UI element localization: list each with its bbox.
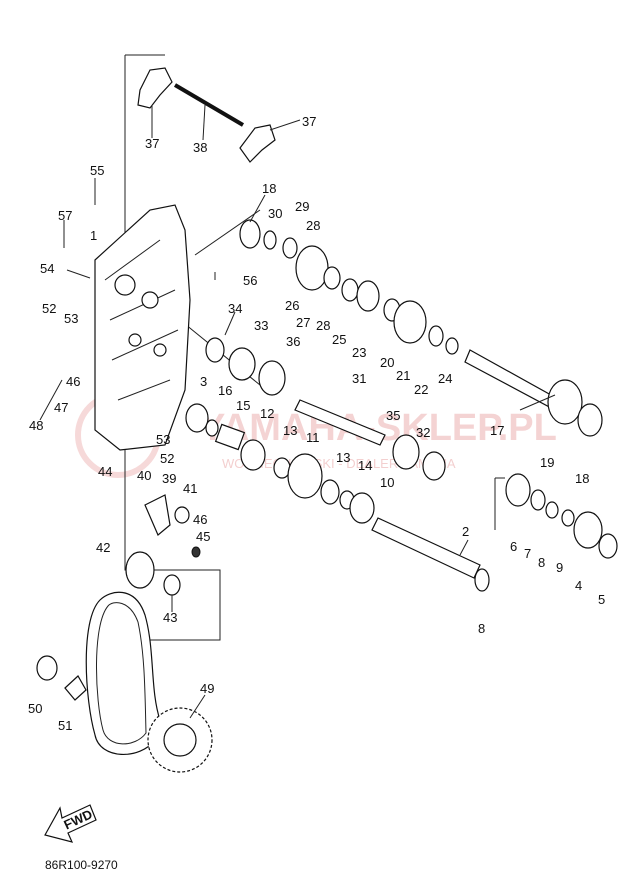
callout-2: 2 [462,524,469,539]
callout-36: 36 [286,334,300,349]
callout-54: 54 [40,261,54,276]
callout-17: 17 [490,423,504,438]
callout-8b: 8 [478,621,485,636]
callout-18b: 18 [575,471,589,486]
callout-57: 57 [58,208,72,223]
shift-fork-assembly [137,67,276,163]
callout-12: 12 [260,406,274,421]
callout-14: 14 [358,458,372,473]
callout-13a: 13 [283,423,297,438]
callout-37b: 37 [302,114,316,129]
callout-53b: 53 [156,432,170,447]
lower-shaft [185,403,490,592]
callout-19: 19 [540,455,554,470]
callout-1: 1 [90,228,97,243]
callout-43: 43 [163,610,177,625]
callout-30: 30 [268,206,282,221]
callout-47: 47 [54,400,68,415]
callout-32: 32 [416,425,430,440]
callout-33: 33 [254,318,268,333]
callout-3: 3 [200,374,207,389]
callout-44: 44 [98,464,112,479]
callout-46b: 46 [193,512,207,527]
sprocket [147,707,213,773]
callout-5: 5 [598,592,605,607]
callout-29: 29 [295,199,309,214]
callout-48: 48 [29,418,43,433]
callout-40: 40 [137,468,151,483]
callout-34: 34 [228,301,242,316]
callout-53a: 53 [64,311,78,326]
callout-41: 41 [183,481,197,496]
callout-45: 45 [196,529,210,544]
upper-shaft [239,219,603,437]
fwd-arrow: FWD [44,804,97,843]
callout-35: 35 [386,408,400,423]
callout-27: 27 [296,315,310,330]
callout-56: 56 [243,273,257,288]
callout-52a: 52 [42,301,56,316]
output-cluster [505,473,618,559]
callout-4: 4 [575,578,582,593]
diagram-code: 86R100-9270 [45,858,118,872]
callout-42: 42 [96,540,110,555]
callout-38: 38 [193,140,207,155]
callout-23: 23 [352,345,366,360]
callout-21: 21 [396,368,410,383]
callout-6: 6 [510,539,517,554]
transmission-case [94,204,191,451]
callout-31: 31 [352,371,366,386]
callout-11: 11 [306,430,320,445]
middle-shaft [205,337,446,481]
callout-37a: 37 [145,136,159,151]
leader-lines [39,104,556,719]
callout-16: 16 [218,383,232,398]
drive-chain [85,591,161,755]
callout-9: 9 [556,560,563,575]
callout-39: 39 [162,471,176,486]
callout-55: 55 [90,163,104,178]
callout-13b: 13 [336,450,350,465]
callout-20: 20 [380,355,394,370]
callout-28a: 28 [306,218,320,233]
callout-26: 26 [285,298,299,313]
lower-left-hardware [36,494,201,701]
callout-22: 22 [414,382,428,397]
callout-7: 7 [524,546,531,561]
callout-51: 51 [58,718,72,733]
callout-10: 10 [380,475,394,490]
callout-24: 24 [438,371,452,386]
callout-15: 15 [236,398,250,413]
callout-8a: 8 [538,555,545,570]
callouts: 37 38 37 18 30 29 28 55 57 1 54 56 52 53… [28,114,605,733]
callout-28b: 28 [316,318,330,333]
callout-46a: 46 [66,374,80,389]
callout-18a: 18 [262,181,276,196]
callout-49: 49 [200,681,214,696]
callout-25: 25 [332,332,346,347]
callout-52b: 52 [160,451,174,466]
callout-50: 50 [28,701,42,716]
